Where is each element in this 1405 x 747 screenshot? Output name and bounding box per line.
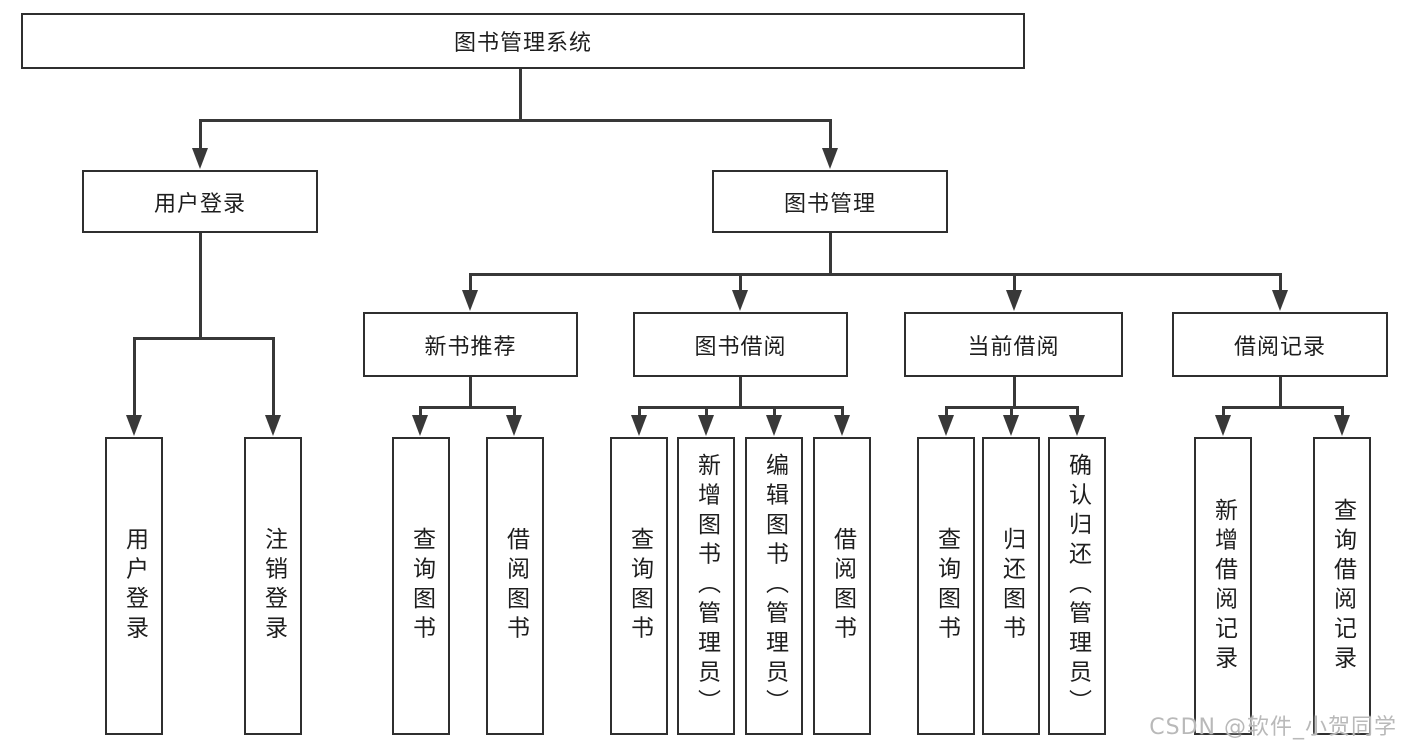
node-user-login: 用户登录 <box>82 170 318 233</box>
node-label: 图书管理系统 <box>453 31 592 56</box>
edge-to-book-borrow-stem <box>738 273 742 292</box>
node-return-book: 归还图书 <box>982 437 1040 735</box>
node-label: 借阅图书 <box>502 527 529 645</box>
edge-book-borrow-stem <box>738 377 742 409</box>
edge-to-login-stem <box>132 337 136 417</box>
arrow-down-icon <box>698 415 714 436</box>
node-query-book-current: 查询图书 <box>917 437 975 735</box>
arrow-down-icon <box>265 415 281 436</box>
arrow-down-icon <box>462 290 478 311</box>
node-label: 查询图书 <box>408 527 435 645</box>
edge-to-user-login-stem <box>198 119 202 150</box>
arrow-down-icon <box>822 148 838 169</box>
node-query-borrow-record: 查询借阅记录 <box>1313 437 1371 735</box>
node-edit-book-admin: 编辑图书（管理员） <box>745 437 803 735</box>
edge-book-borrow-crossbar <box>637 406 844 409</box>
node-logout-leaf: 注销登录 <box>244 437 302 735</box>
node-label: 当前借阅 <box>967 334 1060 360</box>
arrow-down-icon <box>192 148 208 169</box>
arrow-down-icon <box>631 415 647 436</box>
edge-to-current-borrow-stem <box>1012 273 1016 292</box>
edge-child-stem <box>1009 406 1013 417</box>
node-add-borrow-record: 新增借阅记录 <box>1194 437 1252 735</box>
node-label: 新增图书（管理员） <box>693 453 720 719</box>
node-book-borrowing: 图书借阅 <box>633 312 848 377</box>
edge-root-crossbar <box>198 119 832 122</box>
csdn-watermark: CSDN @软件_小贺同学 <box>1149 715 1397 740</box>
node-label: 借阅图书 <box>829 527 856 645</box>
node-library-management-system: 图书管理系统 <box>21 13 1025 69</box>
node-current-borrowing: 当前借阅 <box>904 312 1123 377</box>
node-label: 注销登录 <box>260 527 287 645</box>
arrow-down-icon <box>1334 415 1350 436</box>
edge-child-stem <box>944 406 948 417</box>
node-label: 图书管理 <box>783 191 876 217</box>
edge-root-stem <box>518 69 522 122</box>
arrow-down-icon <box>412 415 428 436</box>
node-label: 确认归还（管理员） <box>1064 453 1091 719</box>
edge-borrow-records-crossbar <box>1221 406 1344 409</box>
arrow-down-icon <box>1006 290 1022 311</box>
edge-to-logout-stem <box>271 337 275 417</box>
arrow-down-icon <box>938 415 954 436</box>
node-new-book-recommendation: 新书推荐 <box>363 312 578 377</box>
arrow-down-icon <box>1003 415 1019 436</box>
node-label: 新增借阅记录 <box>1210 497 1237 675</box>
node-confirm-return-admin: 确认归还（管理员） <box>1048 437 1106 735</box>
edge-borrow-records-stem <box>1278 377 1282 409</box>
edge-to-new-book-stem <box>468 273 472 292</box>
edge-to-book-management-stem <box>828 119 832 150</box>
arrow-down-icon <box>732 290 748 311</box>
node-query-book-borrow: 查询图书 <box>610 437 668 735</box>
arrow-down-icon <box>1272 290 1288 311</box>
edge-child-stem <box>1340 406 1344 417</box>
node-label: 图书借阅 <box>694 334 787 360</box>
edge-current-borrow-stem <box>1012 377 1016 409</box>
node-label: 查询图书 <box>626 527 653 645</box>
edge-user-login-crossbar <box>132 337 275 340</box>
node-label: 新书推荐 <box>424 334 517 360</box>
edge-child-stem <box>704 406 708 417</box>
edge-new-book-crossbar <box>418 406 516 409</box>
arrow-down-icon <box>766 415 782 436</box>
edge-child-stem <box>637 406 641 417</box>
edge-to-borrow-records-stem <box>1278 273 1282 292</box>
node-borrow-book: 借阅图书 <box>813 437 871 735</box>
edge-child-stem <box>772 406 776 417</box>
edge-child-stem <box>1075 406 1079 417</box>
edge-book-management-crossbar <box>468 273 1282 276</box>
node-book-management: 图书管理 <box>712 170 948 233</box>
node-add-book-admin: 新增图书（管理员） <box>677 437 735 735</box>
edge-user-login-stem <box>198 233 202 340</box>
node-label: 查询图书 <box>933 527 960 645</box>
node-label: 归还图书 <box>998 527 1025 645</box>
node-login-leaf: 用户登录 <box>105 437 163 735</box>
node-label: 编辑图书（管理员） <box>761 453 788 719</box>
arrow-down-icon <box>834 415 850 436</box>
edge-child-stem <box>1221 406 1225 417</box>
edge-child-stem <box>840 406 844 417</box>
node-label: 查询借阅记录 <box>1329 497 1356 675</box>
node-borrowing-records: 借阅记录 <box>1172 312 1388 377</box>
edge-book-management-stem <box>828 233 832 276</box>
node-label: 借阅记录 <box>1233 334 1326 360</box>
arrow-down-icon <box>1069 415 1085 436</box>
node-label: 用户登录 <box>153 191 246 217</box>
edge-child-stem <box>512 406 516 417</box>
edge-child-stem <box>418 406 422 417</box>
edge-new-book-stem <box>468 377 472 409</box>
node-borrow-book-recommend: 借阅图书 <box>486 437 544 735</box>
node-query-book-recommend: 查询图书 <box>392 437 450 735</box>
arrow-down-icon <box>506 415 522 436</box>
arrow-down-icon <box>1215 415 1231 436</box>
arrow-down-icon <box>126 415 142 436</box>
node-label: 用户登录 <box>121 527 148 645</box>
